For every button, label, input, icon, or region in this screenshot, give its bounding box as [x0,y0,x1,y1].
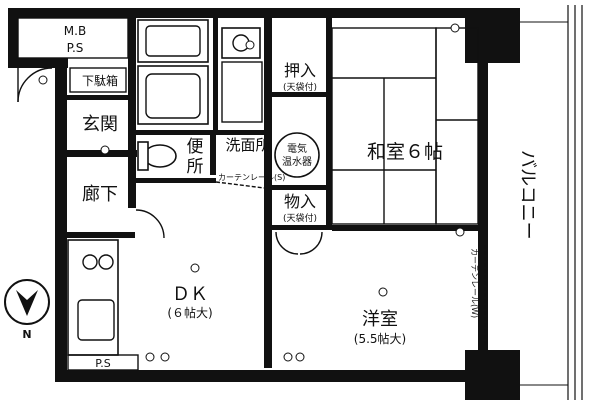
wash-basin [221,27,261,59]
closet2-note: (天袋付) [283,212,317,224]
balcony-label: バルコニー [517,150,538,240]
toilet-label-2: 所 [187,157,204,177]
shoe-box-label: 下駄箱 [82,73,118,88]
ps-label: P.S [67,41,84,55]
closet2-doors [275,231,323,255]
washing-machine-area [221,61,263,123]
curtain-rail-v-label: カーテンレール(W) [470,248,479,318]
closet1-label: 押入 [284,61,316,80]
entrance-door [17,67,53,103]
ps-bottom-label: P.S [95,357,110,370]
mb-label: M.B [64,24,86,38]
ps-bottom-box [67,354,139,371]
tatami-mats [331,27,479,225]
inner-walls [67,18,478,368]
water-heater [274,132,320,178]
dk-label: ＤＫ [172,284,208,305]
north-label: N [22,328,31,341]
curtain-rail-h-label: カーテンレール(S) [218,173,285,182]
water-heater-label-2: 温水器 [282,156,312,168]
mb-ps-box [17,17,129,59]
washroom-label: 洗面所 [225,136,270,154]
western-room-size-label: (5.5帖大) [354,331,406,346]
dk-door [135,209,165,239]
closet1-note: (天袋付) [283,81,317,93]
western-room-label: 洋室 [362,309,398,330]
toilet-label-1: 便 [187,137,204,157]
dk-size-label: (６帖大) [167,305,212,320]
north-compass [4,279,50,325]
kitchen-counter [67,239,119,356]
shoe-box [69,67,127,93]
curtain-rail-h-line [215,181,265,189]
japanese-room-label: 和室６帖 [367,141,443,163]
corridor-label: 廊下 [82,184,118,205]
water-heater-label-1: 電気 [287,142,307,155]
outer-walls [8,8,520,400]
outlet-markers [100,23,465,362]
bathtub [137,19,209,125]
toilet-fixture [137,141,177,171]
entrance-label: 玄関 [82,114,118,135]
closet2-label: 物入 [284,192,316,211]
